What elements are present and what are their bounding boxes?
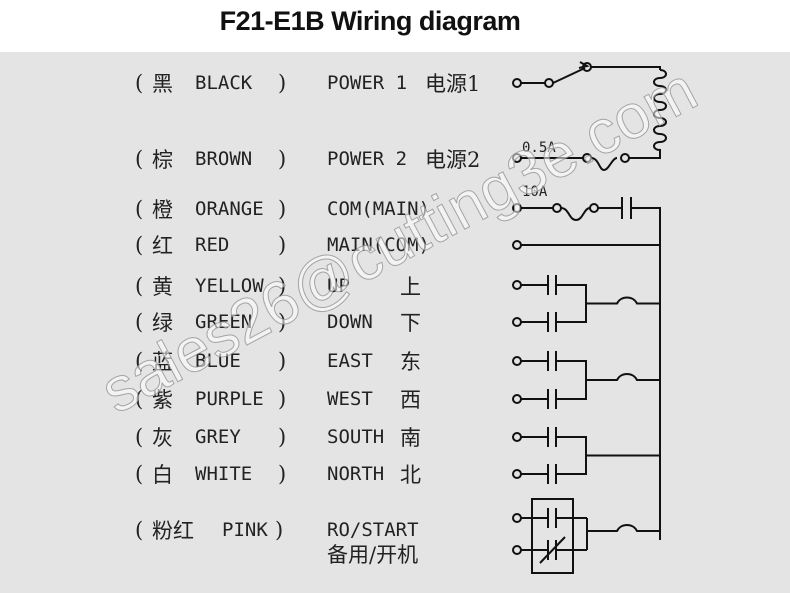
paren-close: ) <box>278 462 287 486</box>
paren-open: ( <box>135 518 144 542</box>
color-name-cn: 绿 <box>152 311 173 335</box>
power-circuit <box>512 61 667 172</box>
color-name: ORANGE <box>195 198 264 220</box>
paren-open: ( <box>135 462 144 486</box>
paren-close: ) <box>278 349 287 373</box>
function-label: EAST <box>327 350 373 372</box>
diagram-title: F21-E1B Wiring diagram <box>219 6 521 36</box>
function-label: POWER 2 <box>327 148 408 170</box>
paren-open: ( <box>135 387 144 411</box>
fuse-label-10a: 10A <box>522 184 548 200</box>
function-label: COM(MAIN) <box>327 198 430 220</box>
contactor-pair <box>521 275 660 332</box>
function-label: SOUTH <box>327 426 385 448</box>
function-label: DOWN <box>327 311 373 333</box>
fuse-label-0-5a: 0.5A <box>522 140 556 156</box>
paren-close: ) <box>278 425 287 449</box>
color-name-cn: 紫 <box>152 388 173 412</box>
paren-open: ( <box>135 310 144 334</box>
contactor-pair <box>521 351 660 409</box>
function-label-cn: 电源2 <box>425 148 481 172</box>
contactor-groups <box>512 275 660 484</box>
function-label: UP <box>327 275 350 297</box>
color-name: WHITE <box>195 463 253 485</box>
function-label: WEST <box>327 388 373 410</box>
color-name: BLUE <box>195 350 241 372</box>
color-name-cn: 红 <box>152 234 173 258</box>
color-name-cn: 橙 <box>152 198 173 222</box>
function-label-cn: 下 <box>400 311 421 335</box>
color-name: RED <box>195 234 230 256</box>
paren-close: ) <box>278 147 287 171</box>
function-label-cn: 电源1 <box>425 72 481 96</box>
color-name: PURPLE <box>195 388 264 410</box>
function-label-cn: 南 <box>400 426 421 450</box>
paren-open: ( <box>135 349 144 373</box>
color-name-cn: 棕 <box>152 148 173 172</box>
function-label-cn: 西 <box>400 388 421 412</box>
paren-open: ( <box>135 274 144 298</box>
paren-close: ) <box>278 233 287 257</box>
terminal <box>512 432 522 442</box>
terminal <box>512 317 522 327</box>
paren-close: ) <box>278 274 287 298</box>
color-name-cn: 灰 <box>152 426 173 450</box>
function-label: MAIN(COM) <box>327 234 430 256</box>
color-name-cn: 黄 <box>152 275 173 299</box>
paren-open: ( <box>135 71 144 95</box>
color-name-cn: 黑 <box>152 72 173 96</box>
function-label: NORTH <box>327 463 385 485</box>
color-name-cn: 白 <box>152 463 173 487</box>
terminal <box>512 356 522 366</box>
function-label-cn: 备用/开机 <box>327 543 419 567</box>
color-name: GREY <box>195 426 241 448</box>
paren-open: ( <box>135 147 144 171</box>
function-label-cn: 北 <box>400 463 421 487</box>
color-name: BLACK <box>195 72 253 94</box>
color-name: GREEN <box>195 311 253 333</box>
paren-close: ) <box>278 310 287 334</box>
terminal <box>512 469 522 479</box>
main-circuit <box>512 197 661 540</box>
color-name: YELLOW <box>195 275 264 297</box>
color-name-cn: 蓝 <box>152 350 173 374</box>
terminal <box>512 394 522 404</box>
paren-open: ( <box>135 197 144 221</box>
function-label: RO/START <box>327 519 419 541</box>
function-label: POWER 1 <box>327 72 408 94</box>
color-name: PINK <box>222 519 268 541</box>
terminal <box>512 280 522 290</box>
paren-close: ) <box>278 71 287 95</box>
paren-close: ) <box>275 518 284 542</box>
pink-contact-group <box>512 498 660 574</box>
contactor-pair <box>521 427 660 484</box>
function-label-cn: 东 <box>400 350 421 374</box>
paren-open: ( <box>135 233 144 257</box>
paren-close: ) <box>278 387 287 411</box>
color-name-cn: 粉红 <box>152 519 194 543</box>
function-label-cn: 上 <box>400 275 421 299</box>
color-name: BROWN <box>195 148 253 170</box>
paren-close: ) <box>278 197 287 221</box>
paren-open: ( <box>135 425 144 449</box>
